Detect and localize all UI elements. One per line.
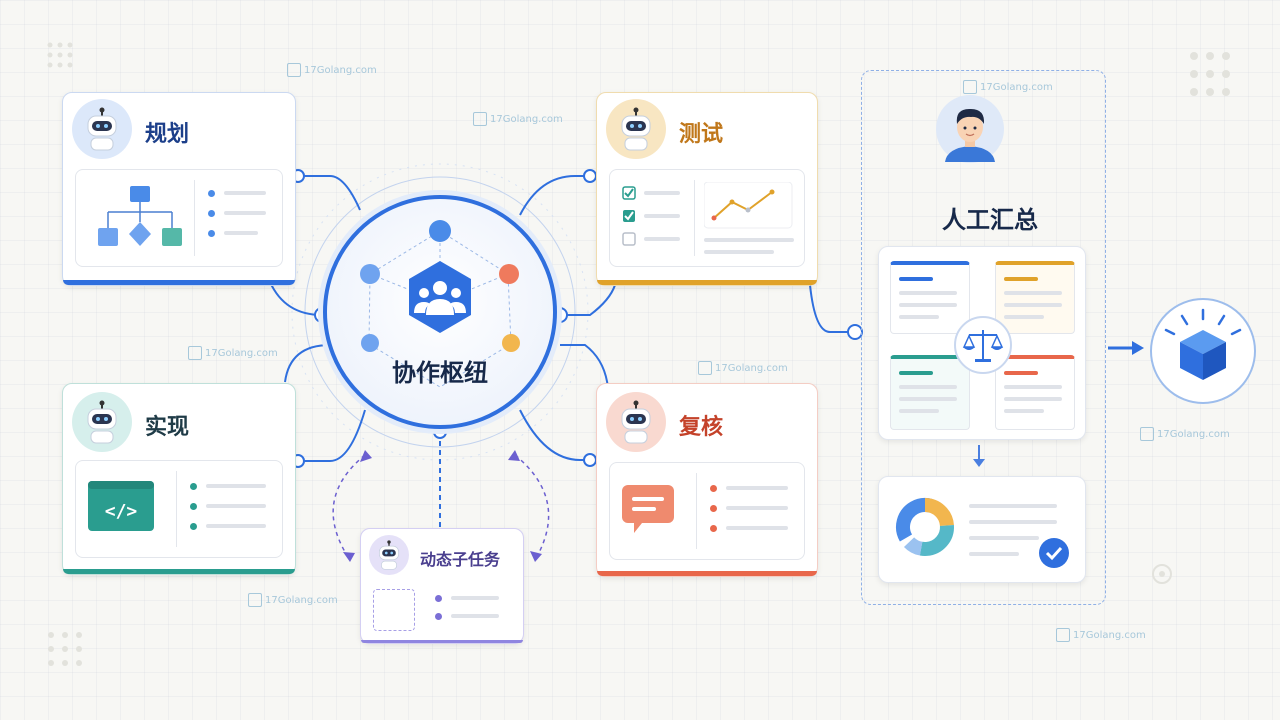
flowchart-icon: [98, 186, 182, 246]
watermark: 17Golang.com: [248, 593, 338, 607]
hub-title: 协作枢纽: [392, 359, 488, 387]
code-icon: </>: [88, 481, 154, 531]
agent-title-plan: 规划: [145, 122, 190, 147]
robot-icon: [369, 535, 409, 575]
person-icon: [936, 95, 1004, 163]
watermark: 17Golang.com: [1056, 628, 1146, 642]
scale-icon: [954, 316, 1012, 374]
decor-ring: [1152, 564, 1172, 584]
human-title: 人工汇总: [942, 206, 1038, 234]
watermark: 17Golang.com: [1140, 427, 1230, 441]
human-summary-panel: [861, 70, 1106, 605]
check-icon: [1039, 538, 1069, 568]
watermark: 17Golang.com: [473, 112, 563, 126]
decor-dots: [1190, 52, 1230, 96]
agent-card-plan[interactable]: 规划: [62, 92, 296, 286]
svg-text:</>: </>: [105, 501, 138, 522]
watermark: 17Golang.com: [698, 361, 788, 375]
placeholder-box: [373, 589, 415, 631]
decor-dots: [47, 42, 73, 68]
summary-report: [878, 476, 1086, 583]
review-content-panel: [609, 462, 805, 560]
robot-icon: [606, 392, 666, 452]
plan-content-panel: [75, 169, 283, 267]
robot-icon: [72, 99, 132, 159]
watermark: 17Golang.com: [963, 80, 1053, 94]
agent-title-test: 测试: [679, 122, 724, 147]
agent-card-review[interactable]: 复核: [596, 383, 818, 577]
subtask-title: 动态子任务: [420, 550, 501, 569]
agent-title-implement: 实现: [145, 415, 190, 440]
pie-chart-icon: [896, 498, 954, 556]
users-icon: [414, 281, 466, 315]
watermark: 17Golang.com: [188, 346, 278, 360]
agent-card-implement[interactable]: 实现 </>: [62, 383, 296, 575]
decor-dots: [48, 632, 82, 666]
cube-icon: [1150, 298, 1256, 404]
robot-icon: [606, 99, 666, 159]
subtask-card[interactable]: [360, 528, 524, 644]
robot-icon: [72, 392, 132, 452]
agent-title-review: 复核: [679, 415, 724, 440]
agent-card-test[interactable]: 测试: [596, 92, 818, 286]
checklist-icon: [622, 186, 680, 246]
chat-icon: [622, 485, 674, 533]
summary-documents: [878, 246, 1086, 440]
hub-circle: [318, 190, 562, 434]
watermark: 17Golang.com: [287, 63, 377, 77]
implement-content-panel: </>: [75, 460, 283, 558]
line-chart-icon: [704, 182, 793, 229]
test-content-panel: [609, 169, 805, 267]
